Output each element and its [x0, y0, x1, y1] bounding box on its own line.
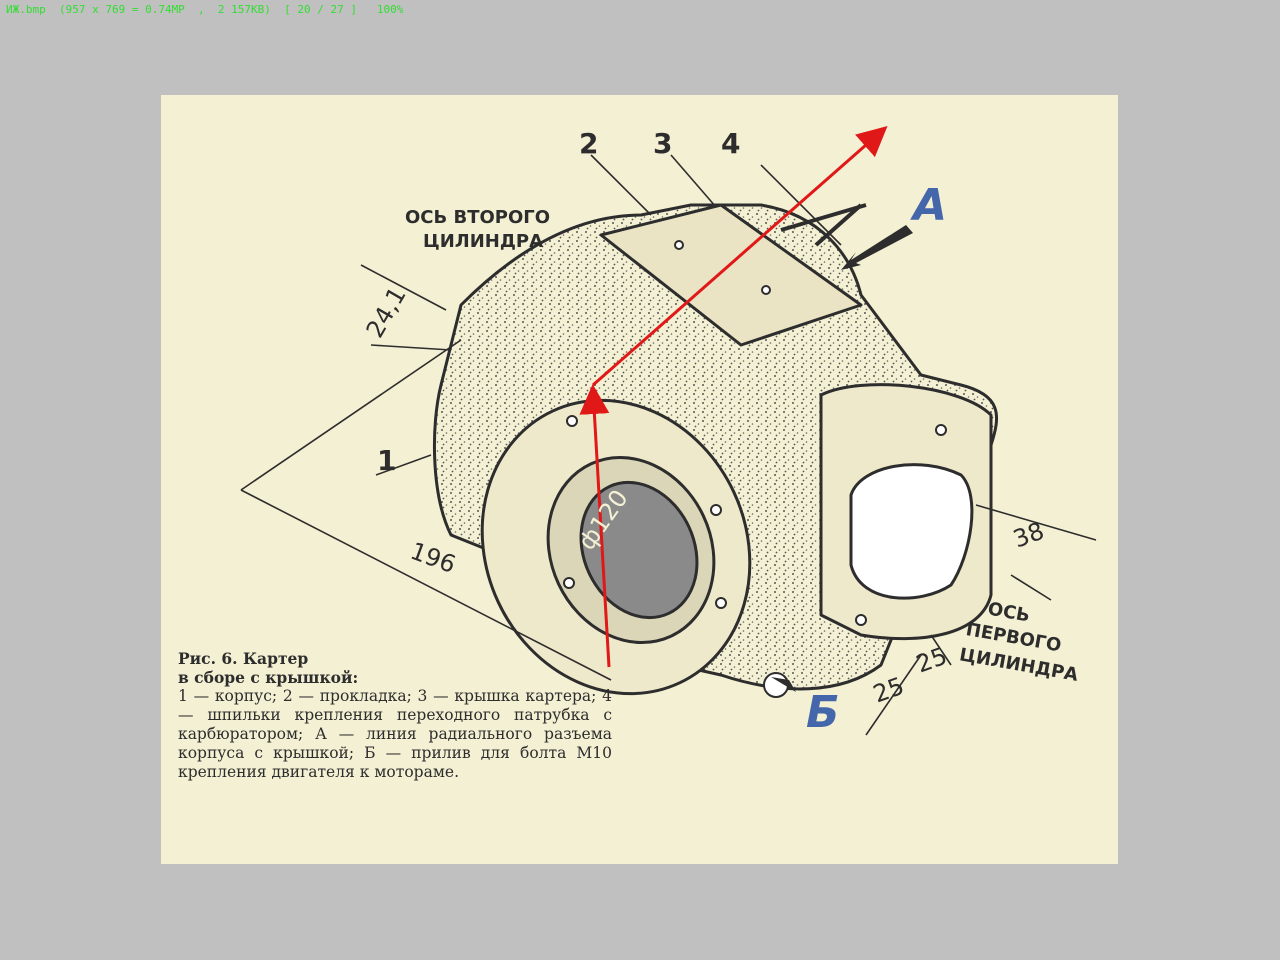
crankcase-drawing: 1 2 3 4 А Б ОСЬ ВТОРОГО ЦИЛИНДРА ОСЬ ПЕР… — [240, 126, 1097, 738]
axis1-label-line1: ОСЬ — [986, 599, 1031, 627]
label-3: 3 — [653, 127, 672, 160]
axis2-label-line2: ЦИЛИНДРА — [423, 231, 543, 252]
label-2: 2 — [579, 127, 598, 160]
marker-b: Б — [806, 687, 840, 738]
dim-196: 196 — [407, 537, 460, 579]
caption-title-line1: Рис. 6. Картер — [178, 649, 309, 668]
dim-24-1: 24,1 — [361, 282, 412, 342]
red-annotation-arrow — [579, 126, 888, 668]
arrow-a-pointer — [841, 225, 913, 270]
arrow-b-pointer — [771, 677, 796, 692]
caption-title-line2: в сборе с крышкой: — [178, 668, 359, 687]
dim-25-left: 25 — [869, 672, 907, 709]
crankcase-body — [432, 203, 998, 696]
carburetor-studs — [780, 203, 867, 247]
figure-caption: Рис. 6. Картер в сборе с крышкой: 1 — ко… — [178, 649, 612, 782]
viewer-status-bar: ИЖ.bmp (957 x 769 = 0.74MP , 2 157KB) [ … — [6, 3, 404, 16]
label-4: 4 — [721, 127, 740, 160]
dim-25-right: 25 — [912, 642, 950, 679]
dim-38: 38 — [1009, 517, 1047, 554]
axis1-label-line3: ЦИЛИНДРА — [958, 644, 1080, 686]
axis2-label-line1: ОСЬ ВТОРОГО — [405, 207, 550, 228]
flange-holes — [563, 240, 947, 698]
dimension-lines — [240, 154, 1097, 736]
figure-sheet: 1 2 3 4 А Б ОСЬ ВТОРОГО ЦИЛИНДРА ОСЬ ПЕР… — [161, 95, 1118, 864]
caption-body: 1 — корпус; 2 — прокладка; 3 — крышка ка… — [178, 687, 612, 781]
label-1: 1 — [377, 444, 396, 477]
marker-a: А — [910, 180, 947, 231]
